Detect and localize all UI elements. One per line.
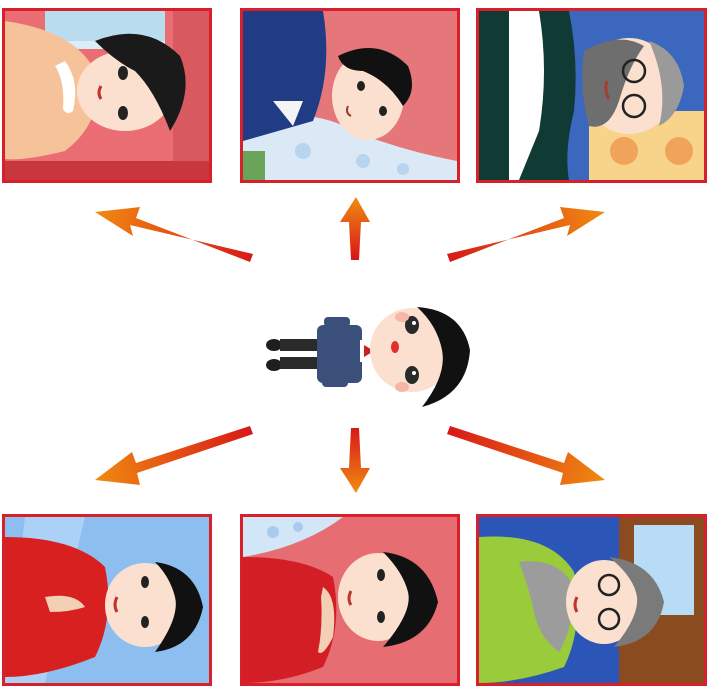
panel-woman-red-shirt (240, 514, 460, 686)
panel-woman-peach-sweater (2, 8, 212, 183)
panel-man-blue-jacket (240, 8, 460, 183)
arrow-up (340, 197, 370, 260)
panel-man-red-shirt (2, 514, 212, 686)
arrow-up-right (447, 207, 605, 262)
center-child-figure (262, 295, 482, 415)
panel-grandfather-beard-glasses (476, 8, 707, 183)
panel-grandmother-glasses (476, 514, 707, 686)
arrow-down-left (95, 426, 253, 485)
arrow-down (340, 428, 370, 493)
arrow-up-left (95, 207, 253, 262)
arrow-down-right (447, 426, 605, 485)
